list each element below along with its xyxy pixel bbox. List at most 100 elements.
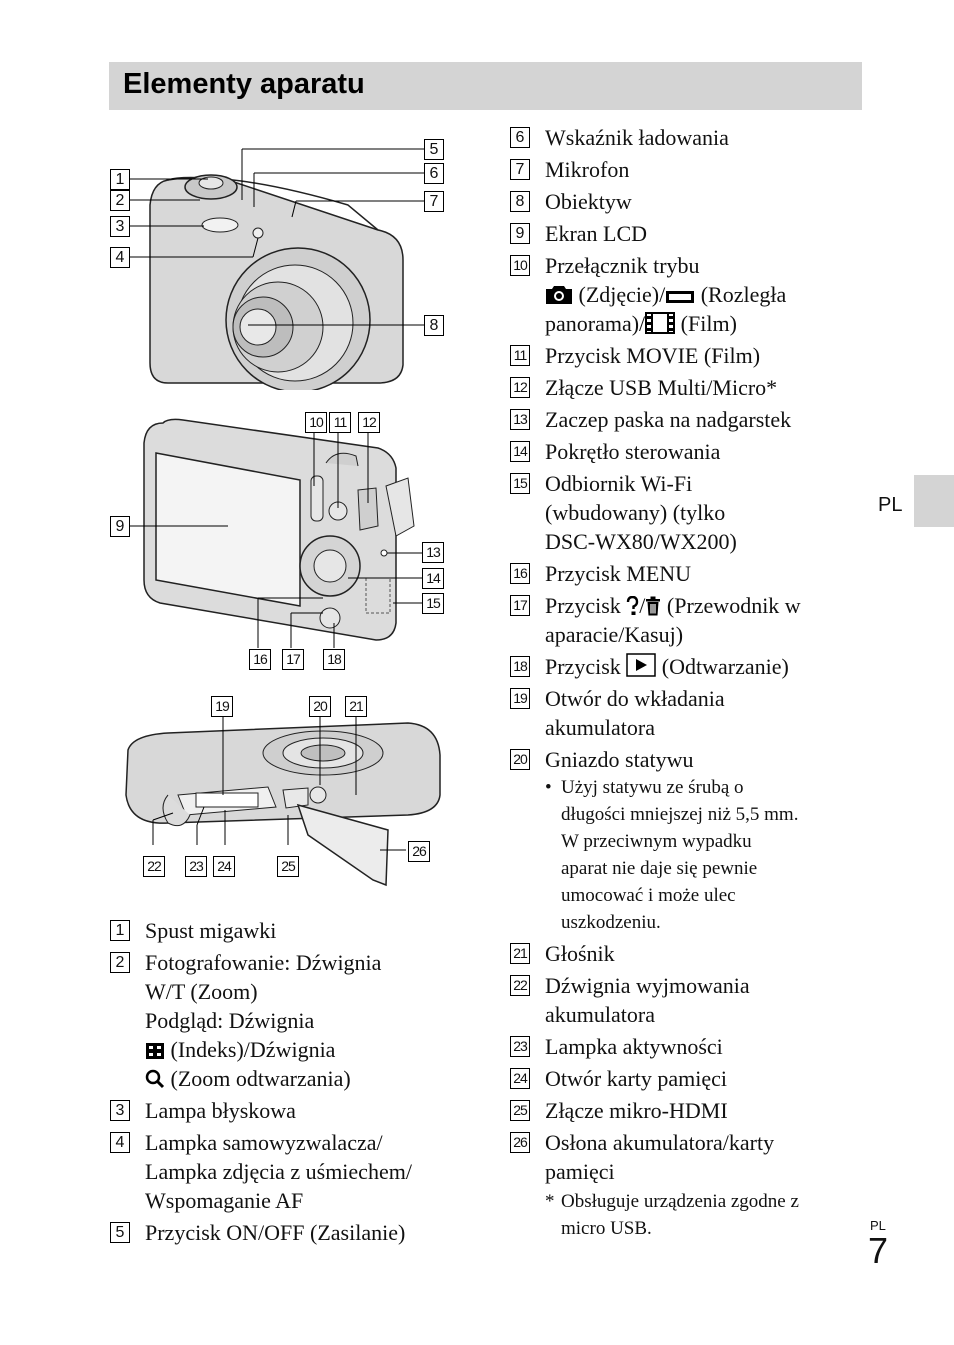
item-number: 7 (510, 159, 530, 180)
item-number: 13 (510, 409, 530, 430)
item-number: 21 (510, 943, 530, 964)
list-item: 14 Pokrętło sterowania (510, 437, 870, 466)
item-number: 12 (510, 377, 530, 398)
item-text: Gniazdo statywu (545, 747, 694, 772)
item-text: Mikrofon (545, 157, 630, 182)
callout-9: 9 (110, 516, 130, 537)
item-text: Dźwignia wyjmowania (545, 973, 750, 998)
item-text: Odbiornik Wi-Fi (545, 471, 693, 496)
list-item: 24 Otwór karty pamięci (510, 1064, 870, 1093)
bullet-text: W przeciwnym wypadku (561, 831, 752, 852)
item-text: Przycisk MENU (545, 561, 692, 586)
item-number: 6 (510, 127, 530, 148)
bullet-text: długości mniejszej niż 5,5 mm. (561, 804, 799, 825)
item-text: (Zoom odtwarzania) (170, 1066, 351, 1091)
item-number: 11 (510, 345, 530, 366)
list-item: 1 Spust migawki (110, 916, 470, 945)
callout-13: 13 (422, 542, 444, 563)
item-text: Lampka zdjęcia z uśmiechem/ (145, 1159, 412, 1184)
item-text: Przycisk (545, 654, 621, 679)
item-text: Lampka samowyzwalacza/ (145, 1130, 383, 1155)
callout-2: 2 (110, 190, 130, 211)
item-text: Lampa błyskowa (145, 1098, 296, 1123)
item-number: 20 (510, 749, 530, 770)
play-icon (626, 653, 657, 677)
item-text: Ekran LCD (545, 221, 648, 246)
movie-film-icon (645, 312, 676, 334)
item-text: akumulatora (545, 715, 655, 740)
item-text: Przycisk (545, 593, 621, 618)
callout-24: 24 (213, 856, 235, 877)
item-text: Wskaźnik ładowania (545, 125, 729, 150)
item-number: 14 (510, 441, 530, 462)
item-text: Otwór karty pamięci (545, 1066, 728, 1091)
item-text: Podgląd: Dźwignia (145, 1008, 315, 1033)
section-header: Elementy aparatu (109, 62, 862, 110)
camera-bottom-illustration (125, 717, 441, 887)
item-text: Pokrętło sterowania (545, 439, 721, 464)
item-text: Spust migawki (145, 918, 277, 943)
item-text: (Film) (680, 311, 737, 336)
item-text: Wspomaganie AF (145, 1188, 304, 1213)
item-number: 26 (510, 1132, 530, 1153)
callout-11: 11 (329, 412, 351, 433)
item-text: Złącze USB Multi/Micro* (545, 375, 778, 400)
item-text: Przycisk ON/OFF (Zasilanie) (145, 1220, 406, 1245)
callout-25: 25 (277, 856, 299, 877)
item-text: DSC-WX80/WX200) (545, 529, 737, 554)
callout-15: 15 (422, 593, 444, 614)
item-text: (Rozległa (700, 282, 787, 307)
callout-3: 3 (110, 216, 130, 237)
callout-8: 8 (424, 315, 444, 336)
item-number: 4 (110, 1132, 130, 1153)
item-number: 5 (110, 1222, 130, 1243)
trash-delete-icon (646, 596, 661, 616)
callout-1: 1 (110, 169, 130, 190)
item-text: (Indeks)/Dźwignia (170, 1037, 336, 1062)
footnote-text: Obsługuje urządzenia zgodne z (561, 1191, 799, 1212)
footnote: * Obsługuje urządzenia zgodne z micro US… (545, 1188, 870, 1242)
list-item: 6 Wskaźnik ładowania (510, 123, 870, 152)
list-item: 22 Dźwignia wyjmowania akumulatora (510, 971, 870, 1029)
footnote-star: * (545, 1191, 555, 1212)
callout-18: 18 (323, 649, 345, 670)
item-number: 22 (510, 975, 530, 996)
item-text: akumulatora (545, 1002, 655, 1027)
item-text: (Przewodnik w (666, 593, 801, 618)
callout-10: 10 (305, 412, 327, 433)
list-item: 3 Lampa błyskowa (110, 1096, 470, 1125)
callout-17: 17 (282, 649, 304, 670)
list-item: 17 Przycisk / (Przewodnik w aparacie/Kas… (510, 591, 870, 649)
item-text: Przycisk MOVIE (Film) (545, 343, 761, 368)
item-number: 19 (510, 688, 530, 709)
callout-22: 22 (143, 856, 165, 877)
item-text: Lampka aktywności (545, 1034, 723, 1059)
item-text: Obiektyw (545, 189, 632, 214)
list-item: 15 Odbiornik Wi-Fi (wbudowany) (tylko DS… (510, 469, 870, 556)
item-number: 24 (510, 1068, 530, 1089)
item-text: (wbudowany) (tylko (545, 500, 726, 525)
side-tab (914, 475, 954, 527)
zoom-magnifier-icon (145, 1069, 165, 1089)
callout-20: 20 (309, 696, 331, 717)
callout-12: 12 (358, 412, 380, 433)
bullet-note-cont: uszkodzeniu. (545, 909, 870, 936)
item-text: panorama)/ (545, 311, 646, 336)
bullet-note-cont: umocować i może ulec (545, 882, 870, 909)
index-grid-icon (146, 1043, 164, 1059)
item-number: 3 (110, 1100, 130, 1121)
item-text: Osłona akumulatora/karty (545, 1130, 775, 1155)
item-number: 17 (510, 595, 530, 616)
bullet-text: Użyj statywu ze śrubą o (561, 777, 744, 798)
item-number: 10 (510, 255, 530, 276)
bullet-marker: • (545, 777, 552, 798)
callout-5: 5 (424, 139, 444, 160)
bullet-text: uszkodzeniu. (561, 912, 661, 933)
